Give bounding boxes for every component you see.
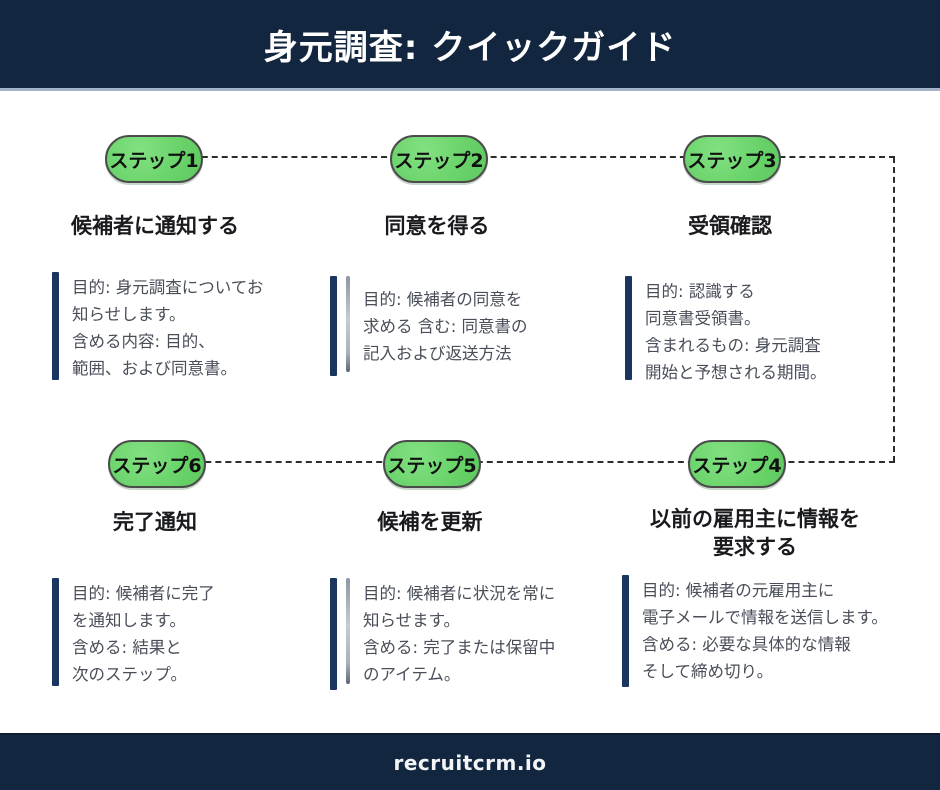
step3-body: 目的: 認識する 同意書受領書。 含まれるもの: 身元調査 開始と予想される期間… [625,276,827,386]
step5-body-line: 目的: 候補者に状況を常に [363,584,556,603]
step4-title: 以前の雇用主に情報を 要求する [605,505,905,561]
step6-badge-label: ステップ6 [112,454,202,477]
step3-body-line: 開始と予想される期間。 [645,363,827,382]
footer-band: recruitcrm.io [0,733,940,790]
connector-row1 [152,156,895,158]
step6-title: 完了通知 [5,508,305,536]
step5-ghost-bar [346,578,350,684]
step3-badge-label: ステップ3 [687,149,777,172]
step3-accent-bar [625,276,632,380]
step5-title-line: 候補を更新 [377,510,483,534]
step5-body: 目的: 候補者に状況を常に 知らせます。 含める: 完了または保留中 のアイテム… [330,578,555,690]
step6-body-line: 含める: 結果と [72,638,182,657]
step3-body-line: 目的: 認識する [645,282,755,301]
step6-body-line: を通知します。 [72,611,186,630]
step5-accent-bar [330,578,337,690]
step1-title: 候補者に通知する [5,212,305,240]
step1-badge: ステップ1 [105,135,203,183]
step6-title-line: 完了通知 [113,510,197,534]
step3-title: 受領確認 [580,212,880,240]
step1-body-line: 含める内容: 目的、 [72,332,215,351]
step4-accent-bar [622,575,629,687]
step2-title-line: 同意を得る [384,214,490,238]
step5-body-line: 含める: 完了または保留中 [363,638,556,657]
step3-badge: ステップ3 [683,135,781,183]
page-title: 身元調査: クイックガイド [263,27,677,68]
step2-body-line: 求める 含む: 同意書の [363,317,528,336]
step5-badge: ステップ5 [383,440,481,488]
step4-body-line: 電子メールで情報を送信します。 [642,608,888,627]
step6-body: 目的: 候補者に完了 を通知します。 含める: 結果と 次のステップ。 [52,578,215,688]
step6-badge: ステップ6 [108,440,206,488]
connector-row2 [155,461,895,463]
step1-badge-label: ステップ1 [109,149,199,172]
step5-body-line: 知らせます。 [363,611,461,630]
header-band: 身元調査: クイックガイド [0,0,940,91]
step4-body-line: 含める: 必要な具体的な情報 [642,635,851,654]
step4-body-line: そして締め切り。 [642,662,774,681]
connector-vertical [893,157,895,462]
step3-title-line: 受領確認 [688,214,772,238]
step1-body-line: 知らせします。 [72,305,186,324]
step2-body-line: 記入および返送方法 [363,344,512,363]
step2-ghost-bar [346,276,350,372]
step1-body-line: 範囲、および同意書。 [72,359,237,378]
step2-accent-bar [330,276,337,376]
step4-body: 目的: 候補者の元雇用主に 電子メールで情報を送信します。 含める: 必要な具体… [622,575,888,687]
step5-title: 候補を更新 [280,508,580,536]
step1-body-line: 目的: 身元調査についてお [72,278,264,297]
step1-accent-bar [52,272,59,380]
step4-body-line: 目的: 候補者の元雇用主に [642,581,835,600]
step1-title-line: 候補者に通知する [71,214,239,238]
step4-title-line: 以前の雇用主に情報を [650,507,860,531]
step5-badge-label: ステップ5 [387,454,477,477]
step6-accent-bar [52,578,59,686]
step2-badge-label: ステップ2 [394,149,484,172]
step4-badge: ステップ4 [688,440,786,488]
step1-body: 目的: 身元調査についてお 知らせします。 含める内容: 目的、 範囲、および同… [52,272,263,382]
step6-body-line: 目的: 候補者に完了 [72,584,215,603]
brand-wordmark: recruitcrm.io [393,750,547,775]
step5-body-line: のアイテム。 [363,665,461,684]
step4-title-line: 要求する [713,535,797,559]
step2-title: 同意を得る [287,212,587,240]
step2-badge: ステップ2 [390,135,488,183]
step3-body-line: 同意書受領書。 [645,309,761,328]
step2-body: 目的: 候補者の同意を 求める 含む: 同意書の 記入および返送方法 [330,276,528,376]
step3-body-line: 含まれるもの: 身元調査 [645,336,821,355]
step4-badge-label: ステップ4 [692,454,782,477]
step2-body-line: 目的: 候補者の同意を [363,290,523,309]
step6-body-line: 次のステップ。 [72,665,188,684]
